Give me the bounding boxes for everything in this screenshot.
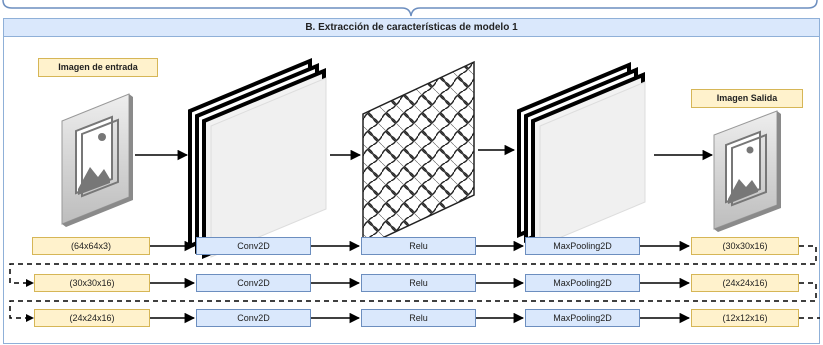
row-2-maxpooling-layer: MaxPooling2D (525, 274, 640, 292)
row-2-relu-layer: Relu (361, 274, 476, 292)
row-1-conv2d-layer: Conv2D (196, 237, 311, 255)
panel-title: B. Extracción de características de mode… (4, 19, 819, 37)
pooling-layers-icon (517, 61, 646, 249)
top-brace (2, 0, 818, 17)
row-2-output-shape: (24x24x16) (691, 274, 799, 292)
row-3-output-shape: (12x12x16) (691, 309, 799, 327)
row-1-input-shape: (64x64x3) (32, 237, 150, 255)
row-1-maxpooling-layer: MaxPooling2D (525, 237, 640, 255)
row-1-output-shape: (30x30x16) (691, 237, 799, 255)
row-3-maxpooling-layer: MaxPooling2D (525, 309, 640, 327)
row-3-input-shape: (24x24x16) (34, 309, 150, 327)
input-image-icon (61, 93, 133, 227)
feature-extraction-panel: B. Extracción de características de mode… (3, 18, 820, 344)
row-2-input-shape: (30x30x16) (34, 274, 150, 292)
row-3-relu-layer: Relu (361, 309, 476, 327)
output-image-icon (713, 110, 781, 232)
row-1-relu-layer: Relu (361, 237, 476, 255)
dashed-loop-connectors (9, 245, 820, 319)
row-2-conv2d-layer: Conv2D (196, 274, 311, 292)
input-image-label: Imagen de entrada (38, 58, 158, 77)
diagram-illustration (9, 58, 820, 324)
convolution-layers-icon (188, 58, 327, 259)
output-image-label: Imagen Salida (691, 89, 803, 108)
row-3-conv2d-layer: Conv2D (196, 309, 311, 327)
activation-map-icon (362, 60, 475, 249)
